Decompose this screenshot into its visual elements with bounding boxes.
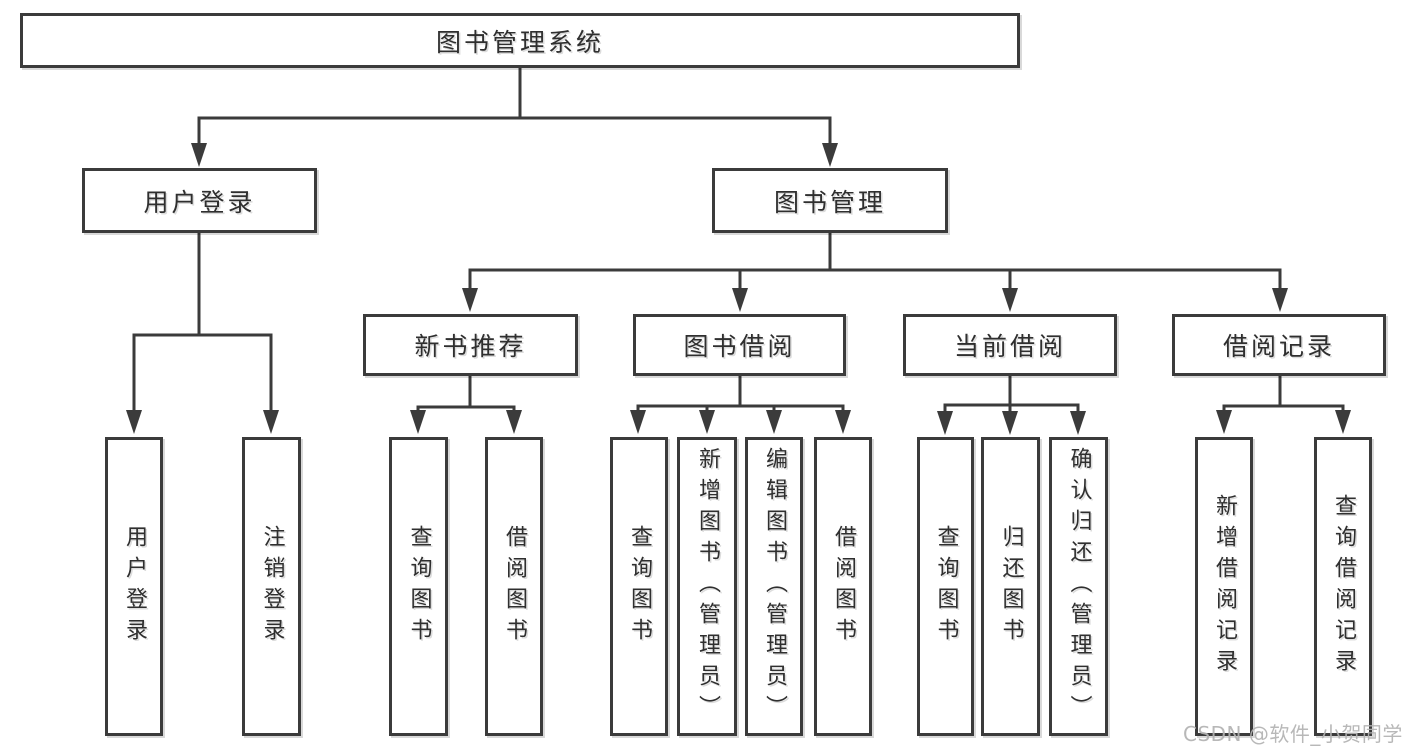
edge-book-borrow-to-leaves [636, 376, 845, 414]
leaf-logout: 注销登录 [242, 437, 301, 736]
edge-current-borrow-to-leaves [943, 376, 1080, 414]
arrow-head [822, 143, 838, 167]
csdn-watermark: CSDN @软件_小贺同学 [1183, 722, 1403, 746]
arrow-head [630, 410, 646, 434]
arrow-head [835, 410, 851, 434]
leaf-borrow-books: 借阅图书 [814, 437, 872, 736]
edge-book-management-to-level3 [468, 233, 1282, 290]
leaf-return-book: 归还图书 [981, 437, 1040, 736]
node-label: 借阅记录 [1222, 332, 1335, 361]
leaf-label: 编辑图书（管理员） [762, 447, 787, 726]
leaf-label: 新增图书（管理员） [695, 447, 720, 726]
leaf-query-books-current: 查询图书 [917, 437, 974, 736]
leaf-confirm-return-admin: 确认归还（管理员） [1049, 437, 1108, 736]
leaf-label: 新增借阅记录 [1212, 493, 1237, 680]
arrow-head [191, 143, 207, 167]
leaf-label: 查询图书 [627, 524, 652, 649]
leaf-label: 归还图书 [998, 524, 1024, 649]
edge-new-book-to-leaves [416, 376, 516, 414]
arrow-head [263, 410, 279, 434]
node-new-book-recommend: 新书推荐 [363, 314, 578, 376]
node-label: 图书管理 [773, 187, 886, 217]
node-user-login: 用户登录 [82, 168, 317, 233]
leaf-add-book-admin: 新增图书（管理员） [677, 437, 737, 736]
edge-user-login-to-leaves [132, 233, 273, 412]
node-current-borrow: 当前借阅 [903, 314, 1117, 376]
arrow-head [126, 410, 142, 434]
leaf-query-books-borrow: 查询图书 [610, 437, 668, 736]
arrow-head [937, 411, 953, 435]
leaf-borrow-books-recommend: 借阅图书 [485, 437, 543, 736]
leaf-edit-book-admin: 编辑图书（管理员） [745, 437, 803, 736]
node-label: 图书管理系统 [435, 27, 604, 57]
arrow-head [732, 288, 748, 312]
node-library-management-system: 图书管理系统 [20, 13, 1020, 68]
leaf-label: 确认归还（管理员） [1066, 447, 1092, 726]
leaf-label: 借阅图书 [502, 524, 527, 649]
arrow-head [699, 410, 715, 434]
leaf-label: 查询借阅记录 [1331, 493, 1356, 680]
node-label: 当前借阅 [953, 332, 1066, 361]
leaf-query-books-recommend: 查询图书 [389, 437, 448, 736]
node-label: 用户登录 [143, 187, 256, 217]
arrow-head [1272, 288, 1288, 312]
arrow-head [1216, 410, 1232, 434]
leaf-label: 注销登录 [259, 524, 285, 649]
node-book-management: 图书管理 [712, 168, 948, 233]
leaf-user-login: 用户登录 [105, 437, 163, 736]
node-book-borrow: 图书借阅 [633, 314, 846, 376]
leaf-label: 借阅图书 [831, 524, 856, 649]
node-label: 新书推荐 [414, 332, 527, 361]
leaf-label: 查询图书 [933, 524, 959, 649]
leaf-label: 查询图书 [406, 524, 432, 649]
arrow-head [1002, 288, 1018, 312]
leaf-add-borrow-record: 新增借阅记录 [1195, 437, 1253, 736]
edge-borrow-records-to-leaves [1222, 376, 1345, 414]
arrow-head [766, 410, 782, 434]
arrow-head [1070, 411, 1086, 435]
leaf-query-borrow-record: 查询借阅记录 [1314, 437, 1372, 736]
node-borrow-records: 借阅记录 [1172, 314, 1386, 376]
node-label: 图书借阅 [683, 332, 796, 361]
arrow-head [1335, 410, 1351, 434]
leaf-label: 用户登录 [122, 524, 147, 649]
edge-root-to-level2 [197, 68, 832, 146]
arrow-head [410, 410, 426, 434]
arrow-head [1002, 411, 1018, 435]
arrow-head [462, 288, 478, 312]
arrow-head [506, 410, 522, 434]
